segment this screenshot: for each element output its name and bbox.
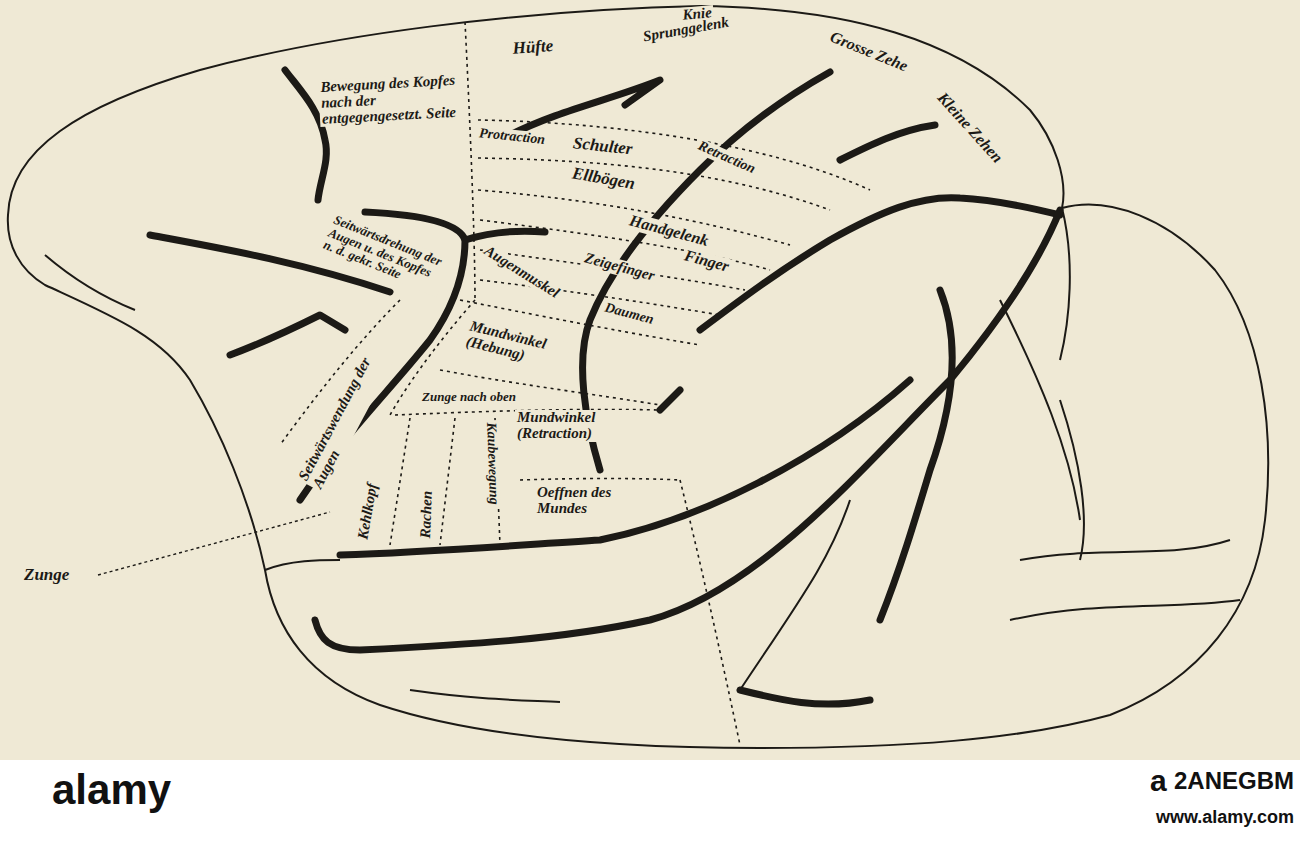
- region-label: Daumen: [601, 300, 657, 328]
- region-label: Oeffnen des Mundes: [535, 485, 649, 517]
- region-label: Zeigefinger: [581, 250, 658, 285]
- region-boundaries: [280, 22, 870, 745]
- region-label: Schulter: [570, 134, 635, 158]
- region-label: Handgelenk: [626, 212, 712, 250]
- watermark-text: a: [1148, 765, 1169, 797]
- region-label: Bewegung des Kopfes nach der entgegenges…: [318, 72, 464, 127]
- region-label: Zunge: [22, 566, 71, 584]
- region-label: Finger: [681, 247, 733, 276]
- region-label: Zunge nach oben: [420, 390, 518, 404]
- region-label: Mundwinkel (Hebung): [462, 318, 571, 374]
- region-label: Hüfte: [510, 37, 556, 58]
- watermark-text: alamy: [50, 768, 173, 812]
- region-label: Mundwinkel (Retraction): [515, 410, 639, 442]
- region-label: Seitwärtsdrehung der Augen u. des Kopfes…: [320, 212, 452, 297]
- sulci: [150, 70, 1060, 704]
- region-label: Augenmuskel: [480, 242, 564, 303]
- region-label: Protraction: [476, 126, 547, 148]
- watermark-text: 2ANEGBM: [1172, 768, 1296, 793]
- region-label: Kehlkopf: [355, 480, 381, 542]
- region-label: Kaubewegung: [483, 420, 501, 507]
- region-label: Grosse Zehe: [826, 28, 912, 76]
- brain-outline: [8, 6, 1268, 748]
- region-label: Ellbögen: [569, 164, 638, 193]
- region-label: Seitwärtswendung der Augen: [295, 342, 395, 493]
- leader-line: [98, 512, 330, 575]
- region-label: Rachen: [418, 489, 436, 541]
- footer-bar: [0, 760, 1300, 845]
- region-label: Retraction: [694, 138, 759, 178]
- watermark-text: www.alamy.com: [1154, 808, 1296, 827]
- region-label: Kleine Zehen: [933, 88, 1007, 168]
